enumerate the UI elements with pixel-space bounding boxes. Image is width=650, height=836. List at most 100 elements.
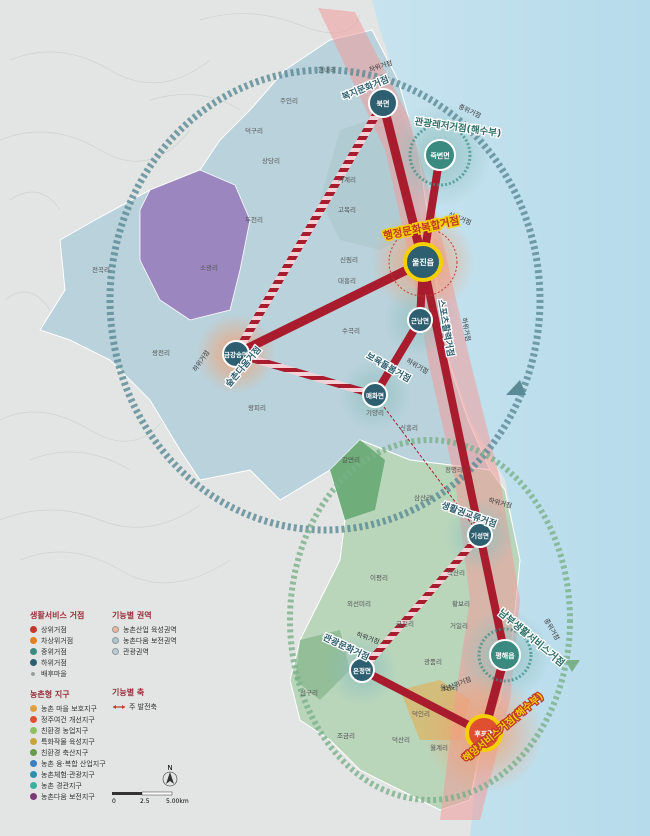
legend-label: 친환경 축산지구 (41, 748, 89, 757)
southern-orbit (287, 437, 573, 803)
link-geumgang-maehwa (235, 350, 376, 399)
legend-item: 농촌산업 육성권역 (112, 624, 202, 635)
place-label: 현내리 (318, 65, 336, 74)
hub-links (232, 100, 510, 737)
link-giseong-onjeong (359, 532, 483, 673)
scale-tick: 0 (112, 798, 116, 805)
legend-label: 상위거점 (41, 625, 67, 634)
place-label: 덕구리 (245, 126, 263, 135)
conservation-district (139, 169, 251, 321)
legend-label: 정주여건 개선지구 (41, 715, 95, 724)
place-label: 덕산리 (392, 735, 410, 744)
legend-label: 농촌체험·관광지구 (41, 770, 95, 779)
legend-label: 관광권역 (123, 647, 149, 656)
north-label: N (167, 764, 172, 772)
link-maehwa-giseong (374, 394, 481, 536)
place-label: 선구리 (300, 688, 318, 697)
legend-item: 차상위거점 (30, 635, 110, 646)
place-label: 외선미리 (347, 599, 371, 608)
place-label: 월계리 (430, 743, 448, 752)
map-legend: 생활서비스 거점 상위거점 차상위거점 중위거점 하위거점 배후마을 농촌형 지… (30, 610, 200, 810)
link-uljin-geumgang (234, 257, 425, 359)
legend-item: 친환경 농업지구 (30, 725, 110, 736)
legend-swatch (30, 738, 37, 745)
hub-role: 하위거점 (460, 317, 473, 342)
place-label: 신림리 (340, 255, 358, 264)
legend-label: 농촌 경관지구 (41, 781, 82, 790)
hub-name: 온정면 (353, 666, 371, 675)
hub-marker (407, 307, 433, 333)
legend-swatch (30, 749, 37, 756)
place-label: 쌍전리 (152, 348, 170, 357)
southern-orbit-arrow (565, 660, 580, 672)
hub-name: 죽변면 (430, 151, 449, 160)
place-label: 주인리 (280, 96, 298, 105)
legend-item: 상위거점 (30, 624, 110, 635)
legend-item: 관광권역 (112, 646, 202, 657)
legend-swatch (30, 626, 37, 633)
hub-name: 후포면 (474, 729, 493, 738)
northern-orbit (106, 66, 544, 534)
hub-marker (489, 639, 521, 671)
place-label: 금천리 (396, 619, 414, 628)
link-bukmyeon-uljin (378, 101, 428, 264)
legend-label: 농촌다움 보전권역 (123, 636, 177, 645)
place-label: 덕인리 (412, 709, 430, 718)
legend-zone-title: 기능별 권역 (112, 611, 152, 620)
hub-ring (477, 627, 533, 683)
legend-label: 차상위거점 (41, 636, 74, 645)
north-arrow-icon (166, 772, 174, 784)
legend-item: 농촌 경관지구 (30, 780, 110, 791)
hub-marker (465, 714, 503, 752)
place-label: 신흥리 (400, 423, 418, 432)
place-label: 삼산리 (414, 493, 432, 502)
hub-marker (424, 139, 456, 171)
legend-swatch (30, 716, 37, 723)
hub-marker (368, 88, 398, 118)
legend-service-title: 생활서비스 거점 (30, 611, 85, 620)
legend-label: 친환경 농업지구 (41, 726, 89, 735)
place-label: 월송리 (440, 683, 458, 692)
place-label: 이평리 (370, 573, 388, 582)
legend-item: 농촌다움 보전권역 (112, 635, 202, 646)
northern-orbit-arrow (506, 380, 526, 395)
legend-swatch (30, 782, 37, 789)
legend-item: 배후마을 (30, 668, 110, 679)
legend-swatch (31, 671, 35, 676)
legend-zones: 기능별 권역 농촌산업 육성권역 농촌다움 보전권역 관광권역 기능별 축 주 … (112, 610, 202, 712)
village-labels: 현내리 주인리 덕구리 상당리 두천리 소광리 전곡리 대흥리 신림리 쌍전리 … (92, 65, 470, 752)
place-label: 대흥리 (338, 276, 356, 285)
north-circle (162, 771, 178, 787)
hub-ring (388, 227, 458, 297)
legend-label: 배후마을 (41, 669, 67, 678)
place-label: 고목리 (338, 205, 356, 214)
place-label: 사계리 (338, 175, 356, 184)
legend-item: 농촌다움 보전지구 (30, 791, 110, 802)
legend-swatch (30, 793, 37, 800)
axis-arrow-icon (113, 704, 125, 709)
legend-item: 친환경 축산지구 (30, 747, 110, 758)
scale-segment (112, 792, 142, 795)
scale-tick: 2.5 (140, 798, 150, 805)
legend-item: 특화작물 육성지구 (30, 736, 110, 747)
legend-swatch (112, 637, 119, 644)
hub-name: 근남면 (411, 316, 429, 325)
place-label: 광품리 (424, 657, 442, 666)
terrain-relief (0, 13, 361, 584)
place-label: 소광리 (200, 263, 218, 272)
legend-item: 농촌체험·관광지구 (30, 769, 110, 780)
link-bukmyeon-geumgang (232, 100, 387, 357)
legend-district-title: 농촌형 지구 (30, 690, 70, 699)
legend-swatch (30, 637, 37, 644)
place-label: 기양리 (366, 408, 384, 417)
place-label: 전곡리 (92, 265, 110, 274)
legend-item: 주 발전축 (112, 701, 202, 712)
link-geunnam-maehwa (371, 317, 424, 398)
hub-name: 기성면 (471, 531, 489, 540)
place-label: 수곡리 (342, 326, 360, 335)
legend-swatch (112, 626, 119, 633)
hub-marker (362, 382, 388, 408)
link-giseong-pyeonghae (476, 534, 509, 656)
legend-swatch (112, 648, 119, 655)
